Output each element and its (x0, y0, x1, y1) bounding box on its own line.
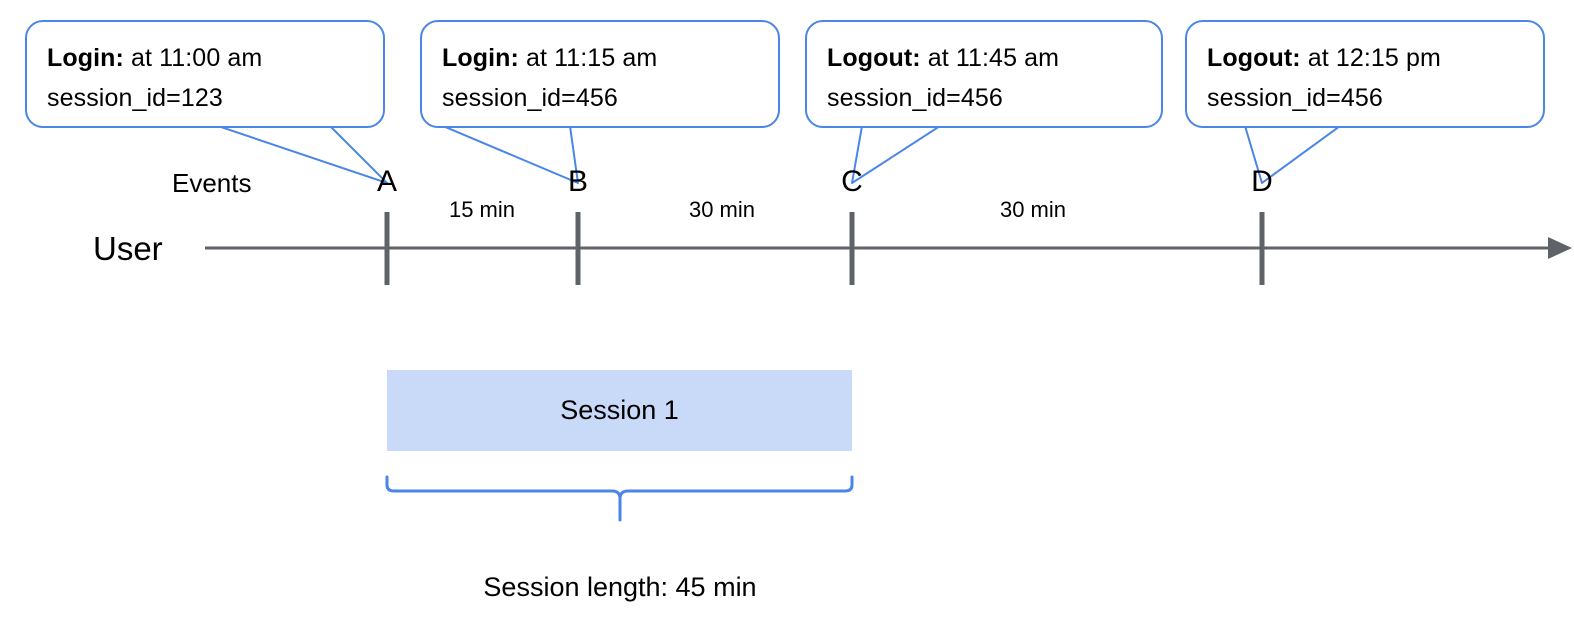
session-bar-label: Session 1 (560, 395, 679, 425)
callout-bubble-a[interactable]: Login: at 11:00 am session_id=123 (25, 20, 385, 128)
callout-bubble-b[interactable]: Login: at 11:15 am session_id=456 (420, 20, 780, 128)
callout-tail-b (442, 125, 579, 184)
callout-a-time: at 11:00 am (131, 44, 263, 72)
callout-c-time: at 11:45 am (927, 44, 1060, 72)
session-brace (385, 475, 854, 522)
callout-b-line2: session_id=456 (442, 84, 618, 112)
callout-tail-c (851, 125, 941, 184)
callout-c-line2: session_id=456 (827, 84, 1003, 112)
callout-b-time: at 11:15 am (526, 44, 658, 72)
callout-b-type: Login: (442, 44, 519, 72)
callout-bubble-d[interactable]: Logout: at 12:15 pm session_id=456 (1185, 20, 1545, 128)
callout-d-line1: Logout: at 12:15 pm (1207, 38, 1523, 78)
event-marker-label-c: C (841, 165, 863, 198)
callout-b-line1: Login: at 11:15 am (442, 38, 758, 78)
event-marker-label-d: D (1251, 165, 1273, 198)
callout-c-type: Logout: (827, 44, 921, 72)
lane-label-events: Events (172, 168, 252, 198)
callout-c-line1: Logout: at 11:45 am (827, 38, 1141, 78)
gap-label-c-d: 30 min (999, 197, 1067, 222)
callout-a-line2: session_id=123 (47, 84, 223, 112)
event-marker-label-a: A (376, 165, 398, 198)
callout-a-type: Login: (47, 44, 124, 72)
gap-label-b-c: 30 min (688, 197, 756, 222)
callout-d-line2: session_id=456 (1207, 84, 1383, 112)
timeline-arrowhead (1548, 237, 1572, 259)
callout-a-line1: Login: at 11:00 am (47, 38, 363, 78)
lane-label-user: User (93, 230, 163, 267)
gap-label-a-b: 15 min (448, 197, 516, 222)
callout-d-type: Logout: (1207, 44, 1301, 72)
session-bar[interactable]: Session 1 (387, 370, 852, 451)
session-length-caption: Session length: 45 min (483, 572, 757, 602)
callout-d-time: at 12:15 pm (1307, 44, 1441, 72)
event-marker-label-b: B (567, 165, 589, 198)
callout-bubble-c[interactable]: Logout: at 11:45 am session_id=456 (805, 20, 1163, 128)
